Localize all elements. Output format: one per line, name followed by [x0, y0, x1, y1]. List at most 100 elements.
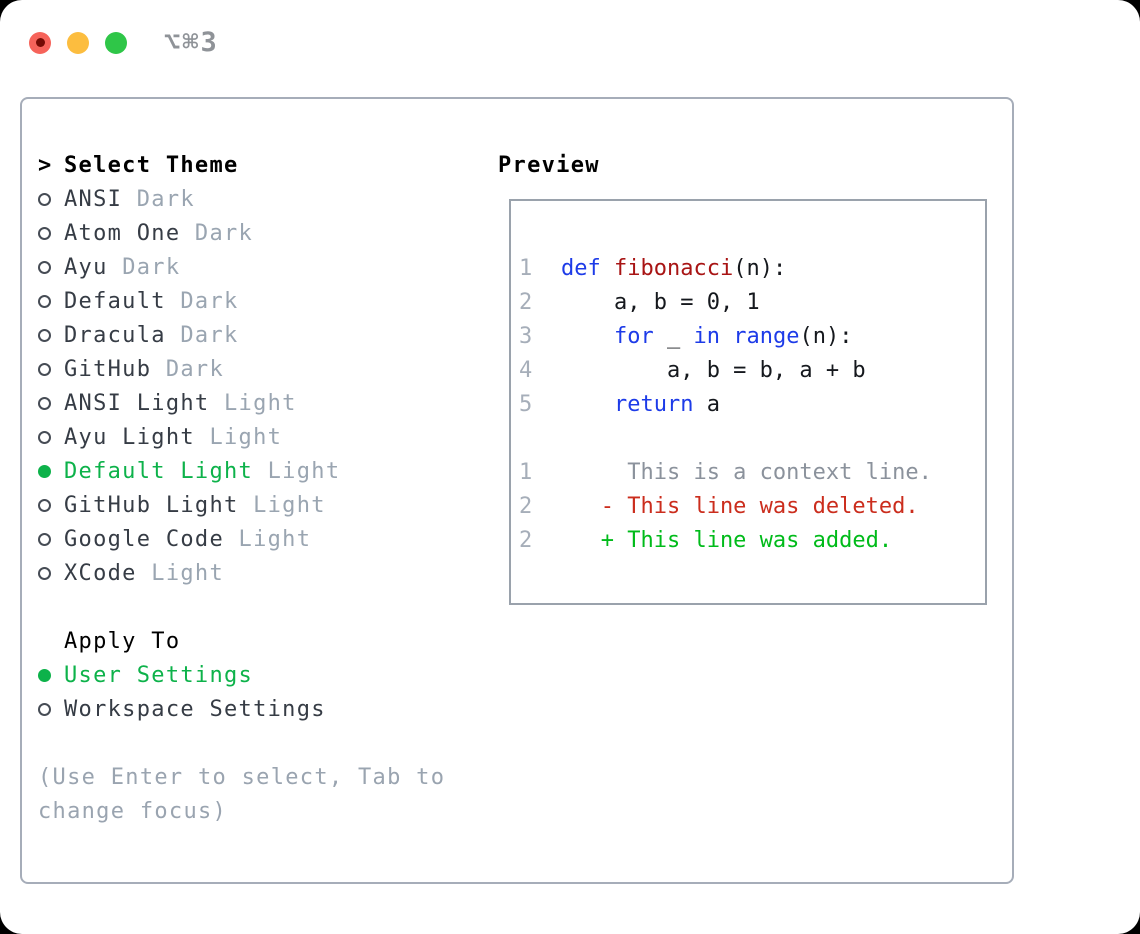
- apply-to-label: User Settings: [64, 662, 254, 688]
- line-number: 4: [519, 357, 533, 383]
- theme-option[interactable]: Atom One Dark: [38, 216, 445, 250]
- theme-option[interactable]: Ayu Dark: [38, 250, 445, 284]
- code-line: 2 a, b = 0, 1: [519, 285, 985, 319]
- radio-icon: [38, 532, 51, 546]
- theme-option[interactable]: Default Light Light: [38, 454, 445, 488]
- theme-variant: Light: [224, 390, 297, 416]
- radio-marker: [38, 668, 64, 682]
- zoom-button[interactable]: [105, 31, 127, 54]
- theme-option[interactable]: ANSI Light Light: [38, 386, 445, 420]
- radio-icon: [38, 362, 51, 376]
- radio-selected-icon: [38, 464, 51, 478]
- line-number: 3: [519, 323, 533, 349]
- hint-line-1: (Use Enter to select, Tab to: [38, 764, 446, 790]
- apply-to-title: Apply To: [64, 628, 181, 654]
- radio-marker: [38, 260, 64, 274]
- theme-option[interactable]: GitHub Dark: [38, 352, 445, 386]
- code-line: 4 a, b = b, a + b: [519, 353, 985, 387]
- line-number: 2: [519, 493, 533, 519]
- radio-marker: [38, 566, 64, 580]
- theme-option[interactable]: ANSI Dark: [38, 182, 445, 216]
- radio-marker: [38, 192, 64, 206]
- code-line: [519, 421, 985, 455]
- minimize-button[interactable]: [67, 31, 89, 54]
- code-token: a: [693, 391, 720, 417]
- code-token: for: [613, 323, 654, 349]
- code-token: (n):: [733, 255, 787, 281]
- radio-icon: [38, 702, 51, 716]
- window-title: ⌥⌘3: [164, 27, 219, 58]
- radio-icon: [38, 260, 51, 274]
- apply-to-header: Apply To: [38, 624, 445, 658]
- code-token: This is a context line.: [561, 459, 932, 485]
- theme-option[interactable]: Default Dark: [38, 284, 445, 318]
- theme-name: Atom One: [64, 220, 195, 246]
- prompt-caret-icon: >: [38, 152, 53, 178]
- theme-option[interactable]: Google Code Light: [38, 522, 445, 556]
- theme-variant: Light: [151, 560, 225, 586]
- theme-name: GitHub: [64, 356, 166, 382]
- theme-name: ANSI Light: [64, 390, 224, 416]
- code-token: _: [653, 323, 694, 349]
- line-number: 2: [519, 527, 533, 553]
- theme-name: Default: [64, 288, 181, 314]
- code-token: [561, 392, 614, 417]
- theme-name: Default Light: [64, 458, 268, 484]
- close-dot-icon: [35, 38, 45, 47]
- theme-option[interactable]: Ayu Light Light: [38, 420, 445, 454]
- select-theme-header: > Select Theme: [38, 148, 445, 182]
- hint-line-2: change focus): [38, 798, 228, 824]
- theme-variant: Dark: [165, 356, 225, 382]
- radio-marker: [38, 362, 64, 376]
- radio-marker: [38, 702, 64, 716]
- radio-marker: [38, 294, 64, 308]
- theme-name: ANSI: [64, 186, 137, 212]
- code-token: [720, 324, 733, 349]
- code-line: 1 This is a context line.: [519, 455, 985, 489]
- theme-variant: Dark: [180, 322, 239, 348]
- preview-title: Preview: [498, 152, 600, 178]
- code-token: a, b = b, a + b: [561, 357, 866, 383]
- code-token: + This line was added.: [561, 527, 893, 553]
- radio-icon: [38, 192, 51, 206]
- theme-option[interactable]: GitHub Light Light: [38, 488, 445, 522]
- code-token: def: [561, 255, 601, 281]
- apply-to-label: Workspace Settings: [64, 696, 326, 722]
- theme-variant: Light: [238, 526, 312, 552]
- radio-icon: [38, 498, 51, 512]
- theme-name: XCode: [64, 560, 152, 586]
- code-token: fibonacci: [614, 255, 734, 281]
- apply-to-option[interactable]: User Settings: [38, 658, 445, 692]
- theme-option[interactable]: Dracula Dark: [38, 318, 445, 352]
- radio-icon: [38, 396, 51, 410]
- code-token: [601, 256, 614, 281]
- theme-variant: Dark: [136, 186, 195, 212]
- code-line: 2 + This line was added.: [519, 523, 985, 557]
- theme-variant: Light: [267, 458, 341, 484]
- hint-text: (Use Enter to select, Tab to change focu…: [38, 760, 445, 828]
- radio-marker: [38, 328, 64, 342]
- code-token: range: [733, 323, 800, 349]
- titlebar: ⌥⌘3: [29, 27, 219, 58]
- close-button[interactable]: [29, 31, 51, 54]
- theme-option[interactable]: XCode Light: [38, 556, 445, 590]
- code-token: in: [693, 323, 720, 349]
- code-line: 5 return a: [519, 387, 985, 421]
- code-token: [561, 324, 614, 349]
- theme-name: Google Code: [64, 526, 239, 552]
- radio-icon: [38, 294, 51, 308]
- radio-marker: [38, 430, 64, 444]
- theme-variant: Dark: [194, 220, 254, 246]
- line-number: 5: [519, 391, 533, 417]
- code-token: - This line was deleted.: [561, 493, 919, 519]
- radio-marker: [38, 498, 64, 512]
- apply-to-option[interactable]: Workspace Settings: [38, 692, 445, 726]
- radio-marker: [38, 532, 64, 546]
